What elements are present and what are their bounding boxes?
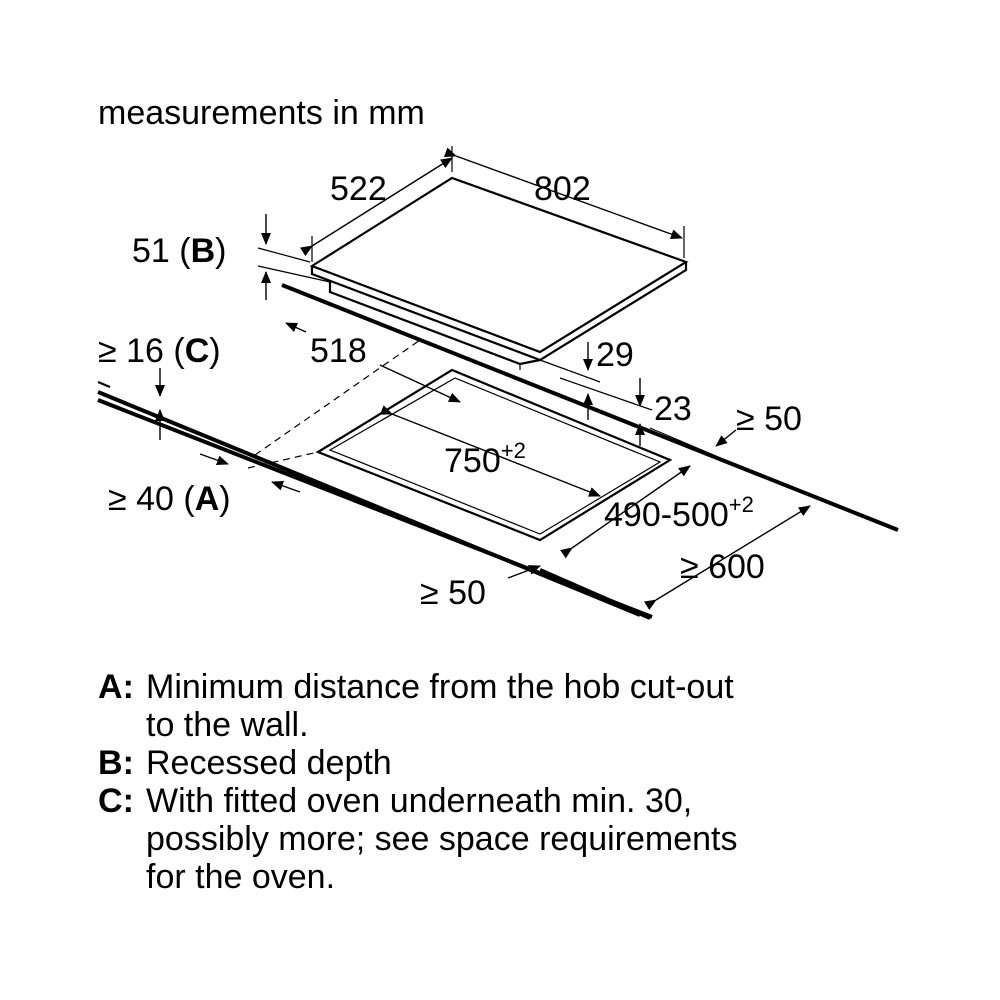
legend-item-c: C: With fitted oven underneath min. 30, … bbox=[98, 782, 978, 896]
dim-worktop-depth: ≥ 600 bbox=[644, 505, 811, 610]
legend-text-b: Recessed depth bbox=[146, 744, 392, 782]
dim-cutout-width: 750+2 bbox=[379, 405, 601, 497]
dim-gap-front: ≥ 50 bbox=[420, 565, 541, 612]
dim-label-600: ≥ 600 bbox=[680, 548, 765, 586]
dim-label-40: ≥ 40 (A) bbox=[108, 480, 231, 518]
cutout-projection-dashed bbox=[254, 339, 421, 456]
worktop bbox=[97, 283, 899, 620]
dim-label-802: 802 bbox=[534, 170, 591, 208]
dim-gap-right: ≥ 50 bbox=[649, 400, 802, 457]
dim-label-51: 51 (B) bbox=[132, 232, 227, 270]
cutout-inner bbox=[328, 377, 662, 535]
legend-key-c: C: bbox=[98, 782, 134, 820]
dim-inner-depth: 518 bbox=[285, 322, 461, 403]
dim-hob-width: 802 bbox=[443, 147, 685, 258]
dim-label-518: 518 bbox=[310, 332, 367, 370]
dim-edge-29: 29 bbox=[539, 336, 634, 420]
dim-edge-23: 23 bbox=[559, 377, 692, 446]
dim-label-gap-front: ≥ 50 bbox=[420, 574, 486, 612]
dim-label-750: 750+2 bbox=[444, 438, 526, 480]
dim-hob-depth: 522 bbox=[300, 146, 453, 262]
legend-key-b: B: bbox=[98, 744, 134, 782]
dim-label-gap-right: ≥ 50 bbox=[736, 400, 802, 438]
legend-item-b: B: Recessed depth bbox=[98, 744, 978, 782]
dim-label-16: ≥ 16 (C) bbox=[98, 332, 221, 370]
dim-label-29: 29 bbox=[596, 336, 634, 374]
dim-wall-40: ≥ 40 (A) bbox=[108, 453, 301, 518]
legend-key-a: A: bbox=[98, 668, 134, 706]
dim-cutout-depth: 490-500+2 bbox=[560, 465, 754, 559]
legend-item-a: A: Minimum distance from the hob cut-out… bbox=[98, 668, 978, 744]
dim-label-522: 522 bbox=[330, 170, 387, 208]
legend: A: Minimum distance from the hob cut-out… bbox=[98, 668, 978, 896]
cutout-outer bbox=[315, 368, 673, 542]
diagram-title: measurements in mm bbox=[98, 94, 425, 132]
dim-recess-depth: 51 (B) bbox=[132, 214, 331, 300]
dim-min-16: ≥ 16 (C) bbox=[98, 332, 221, 440]
legend-text-a: Minimum distance from the hob cut-out to… bbox=[146, 668, 734, 744]
dim-label-490-500: 490-500+2 bbox=[604, 492, 754, 534]
hob-body bbox=[328, 280, 541, 366]
dim-label-23: 23 bbox=[654, 390, 692, 428]
worktop-cutout bbox=[247, 339, 673, 542]
worktop-edge-front-bottom bbox=[97, 398, 653, 619]
legend-text-c: With fitted oven underneath min. 30, pos… bbox=[146, 782, 738, 896]
